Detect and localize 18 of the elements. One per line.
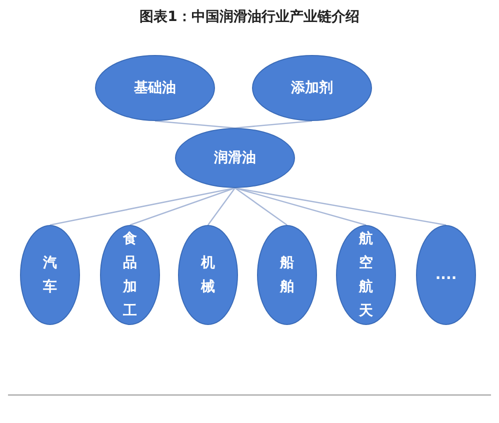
ellipse-node: 汽车	[20, 225, 80, 325]
connector-line	[234, 187, 288, 226]
connector-line	[234, 187, 366, 226]
ellipse-node: 食品加工	[100, 225, 160, 325]
ellipse-node: 船舶	[257, 225, 317, 325]
ellipse-node: 机械	[178, 225, 238, 325]
connector-line	[50, 187, 236, 226]
connector-line	[154, 120, 236, 129]
connector-line	[234, 120, 312, 129]
ellipse-node: 润滑油	[175, 128, 295, 188]
ellipse-node: ....	[416, 225, 476, 325]
connector-line	[207, 188, 236, 226]
connector-line	[234, 187, 446, 226]
ellipse-node: 基础油	[95, 55, 215, 121]
ellipse-node: 航空航天	[336, 225, 396, 325]
ellipse-node: 添加剂	[252, 55, 372, 121]
chart-title: 图表1：中国润滑油行业产业链介绍	[138, 8, 360, 26]
connector-line	[130, 187, 236, 226]
